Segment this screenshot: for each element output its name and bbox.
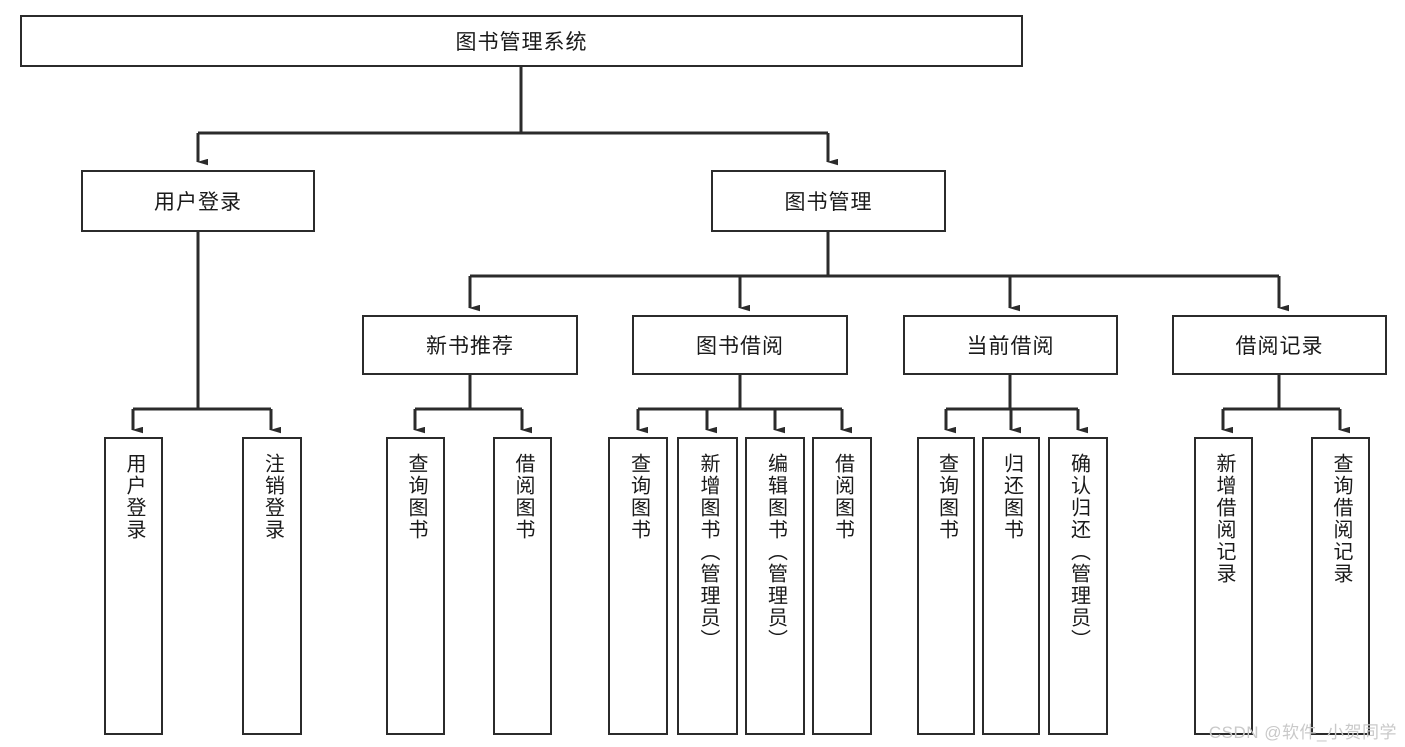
node-book-management[interactable]: 图书管理 (711, 170, 946, 232)
node-label: 借阅图书 (831, 453, 854, 541)
node-label: 借阅记录 (1235, 335, 1324, 358)
node-current-borrow[interactable]: 当前借阅 (903, 315, 1118, 375)
node-label: 当前借阅 (966, 335, 1055, 358)
leaf-current-borrow-query[interactable]: 查询图书 (917, 437, 975, 735)
leaf-user-login-logout[interactable]: 注销登录 (242, 437, 302, 735)
leaf-book-borrow-borrow[interactable]: 借阅图书 (812, 437, 872, 735)
node-new-book-recommend[interactable]: 新书推荐 (362, 315, 578, 375)
node-label: 新增图书（管理员） (697, 453, 719, 651)
leaf-book-borrow-add[interactable]: 新增图书（管理员） (677, 437, 738, 735)
leaf-book-borrow-query[interactable]: 查询图书 (608, 437, 668, 735)
node-label: 查询图书 (935, 453, 958, 541)
node-label: 确认归还（管理员） (1067, 453, 1090, 651)
node-label: 新书推荐 (426, 335, 514, 358)
leaf-user-login-login[interactable]: 用户登录 (104, 437, 163, 735)
node-label: 用户登录 (123, 453, 145, 541)
node-root-system[interactable]: 图书管理系统 (20, 15, 1023, 67)
node-label: 新增借阅记录 (1213, 453, 1235, 585)
node-borrow-record[interactable]: 借阅记录 (1172, 315, 1387, 375)
leaf-borrow-record-add[interactable]: 新增借阅记录 (1194, 437, 1253, 735)
csdn-watermark: CSDN @软件_小贺同学 (1208, 723, 1397, 742)
leaf-new-book-borrow[interactable]: 借阅图书 (493, 437, 552, 735)
node-label: 注销登录 (261, 453, 284, 541)
node-book-borrow[interactable]: 图书借阅 (632, 315, 848, 375)
leaf-new-book-query[interactable]: 查询图书 (386, 437, 445, 735)
leaf-current-borrow-confirm-return[interactable]: 确认归还（管理员） (1048, 437, 1108, 735)
node-label: 图书管理 (784, 191, 873, 214)
node-label: 借阅图书 (512, 453, 534, 541)
node-label: 编辑图书（管理员） (764, 453, 787, 651)
node-label: 归还图书 (1000, 453, 1023, 541)
node-label: 图书管理系统 (455, 31, 588, 54)
leaf-current-borrow-return[interactable]: 归还图书 (982, 437, 1040, 735)
node-label: 图书借阅 (696, 335, 784, 358)
node-label: 查询图书 (405, 453, 427, 541)
node-label: 查询图书 (627, 453, 650, 541)
node-user-login[interactable]: 用户登录 (81, 170, 315, 232)
leaf-borrow-record-query[interactable]: 查询借阅记录 (1311, 437, 1370, 735)
leaf-book-borrow-edit[interactable]: 编辑图书（管理员） (745, 437, 805, 735)
node-label: 用户登录 (154, 191, 242, 214)
node-label: 查询借阅记录 (1330, 453, 1352, 585)
